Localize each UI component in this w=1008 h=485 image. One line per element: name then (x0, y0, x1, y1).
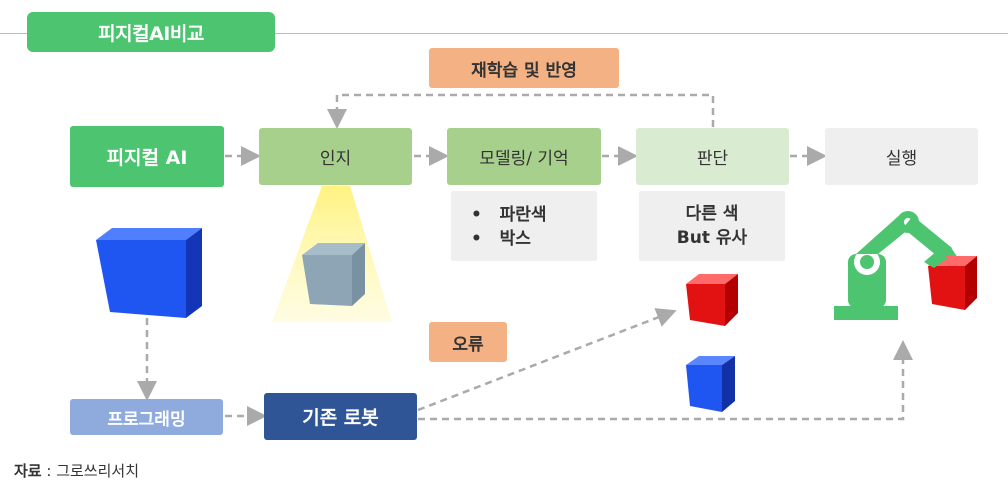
memory-item: • 파란색 (471, 205, 547, 225)
memory-item: • 박스 (471, 229, 531, 249)
node-physical-ai: 피지컬 AI (70, 126, 224, 187)
flow-arrows (137, 93, 913, 426)
node-modeling-label: 모델링/ 기억 (479, 149, 569, 169)
node-modeling: 모델링/ 기억 (447, 128, 601, 185)
relearn-label: 재학습 및 반영 (471, 60, 577, 81)
source-note: 자료 : 그로쓰리서치 (14, 460, 139, 481)
memory-note: • 파란색 • 박스 (451, 191, 597, 261)
node-execution-label: 실행 (885, 149, 918, 169)
blue-cube-icon (96, 228, 202, 318)
relearn-label-box: 재학습 및 반영 (429, 48, 619, 88)
error-label-box: 오류 (429, 322, 507, 362)
node-existing-robot-label: 기존 로봇 (302, 407, 379, 429)
node-recognition-label: 인지 (319, 149, 352, 169)
node-recognition: 인지 (259, 128, 412, 185)
node-execution: 실행 (825, 128, 978, 185)
judgment-note-line: 다른 색 (685, 204, 739, 224)
node-judgment: 판단 (636, 128, 789, 185)
source-text: : 그로쓰리서치 (41, 462, 139, 480)
memory-list: • 파란색 • 박스 (471, 203, 547, 251)
title-divider (0, 33, 1008, 34)
judgment-note: 다른 색 But 유사 (639, 191, 785, 261)
source-label: 자료 (14, 462, 42, 480)
red-cube-icon (686, 274, 738, 326)
page-title: 피지컬AI비교 (27, 12, 275, 52)
node-programming: 프로그래밍 (70, 399, 223, 435)
spotlight-cube-icon (272, 186, 392, 322)
node-judgment-label: 판단 (696, 149, 729, 169)
error-label: 오류 (452, 334, 484, 355)
judgment-note-line: But 유사 (676, 228, 748, 248)
robot-red-cube-icon (924, 250, 977, 310)
robot-arm-icon (834, 211, 958, 320)
node-programming-label: 프로그래밍 (107, 409, 186, 430)
node-physical-ai-label: 피지컬 AI (106, 147, 188, 169)
small-blue-cube-icon (686, 356, 735, 412)
node-existing-robot: 기존 로봇 (264, 393, 417, 440)
